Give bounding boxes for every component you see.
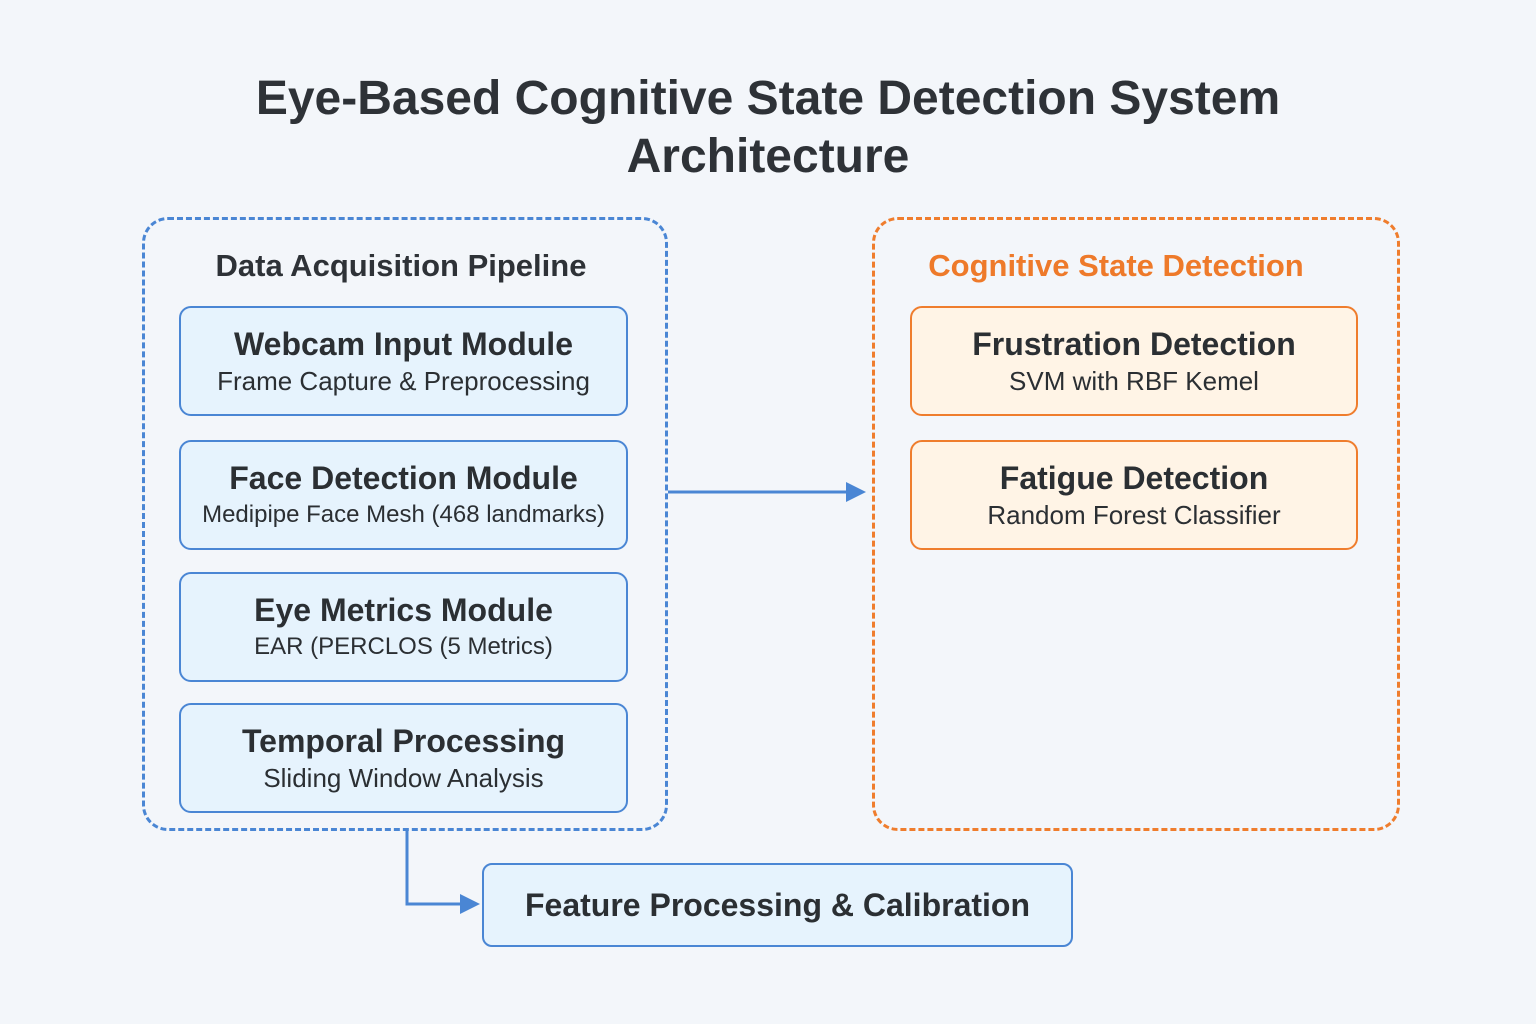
arrow-acquisition-to-detection	[668, 482, 866, 502]
frustration-detection-module: Frustration Detection SVM with RBF Kemel	[910, 306, 1358, 416]
cognitive-state-detection-group: Cognitive State Detection	[872, 217, 1400, 831]
module-subtitle: SVM with RBF Kemel	[1009, 366, 1259, 396]
data-acquisition-pipeline-heading: Data Acquisition Pipeline	[215, 248, 587, 283]
module-title: Face Detection Module	[229, 460, 578, 496]
fatigue-detection-module: Fatigue Detection Random Forest Classifi…	[910, 440, 1358, 550]
webcam-input-module: Webcam Input Module Frame Capture & Prep…	[179, 306, 628, 416]
feature-processing-calibration-box: Feature Processing & Calibration	[482, 863, 1073, 947]
module-subtitle: Sliding Window Analysis	[263, 763, 544, 793]
module-title: Eye Metrics Module	[254, 592, 553, 628]
data-acquisition-pipeline-group: Data Acquisition Pipeline	[142, 217, 668, 831]
module-subtitle: Medipipe Face Mesh (468 landmarks)	[202, 501, 605, 528]
module-subtitle: Random Forest Classifier	[987, 500, 1281, 530]
module-title: Webcam Input Module	[234, 326, 573, 362]
module-title: Frustration Detection	[972, 326, 1296, 362]
diagram-title: Eye-Based Cognitive State Detection Syst…	[0, 70, 1536, 186]
diagram-title-line-2: Architecture	[626, 130, 910, 183]
cognitive-state-detection-heading: Cognitive State Detection	[928, 248, 1304, 283]
module-title: Temporal Processing	[241, 723, 566, 759]
face-detection-module: Face Detection Module Medipipe Face Mesh…	[179, 440, 628, 550]
eye-metrics-module: Eye Metrics Module EAR (PERCLOS (5 Metri…	[179, 572, 628, 682]
arrow-acquisition-to-feature	[405, 831, 480, 914]
module-subtitle: Frame Capture & Preprocessing	[217, 366, 590, 396]
diagram-title-line-1: Eye-Based Cognitive State Detection Syst…	[255, 72, 1281, 125]
module-subtitle: EAR (PERCLOS (5 Metrics)	[254, 633, 553, 660]
temporal-processing-module: Temporal Processing Sliding Window Analy…	[179, 703, 628, 813]
module-title: Fatigue Detection	[999, 460, 1269, 496]
